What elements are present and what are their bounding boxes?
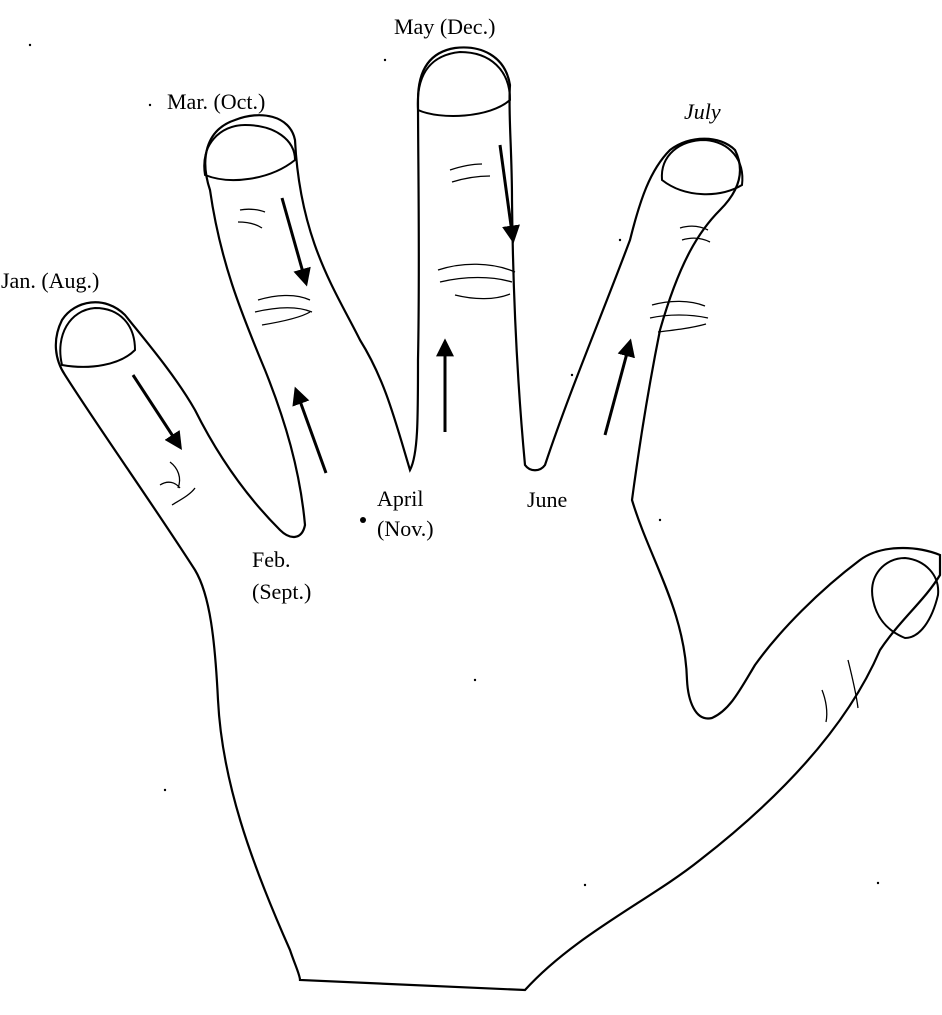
label-mar-oct: Mar. (Oct.) xyxy=(167,90,265,114)
fingernail-index xyxy=(60,308,135,367)
arrow-june-up xyxy=(605,342,630,435)
fingernail-ring xyxy=(418,52,510,116)
label-may-dec: May (Dec.) xyxy=(394,15,495,39)
label-jan-aug: Jan. (Aug.) xyxy=(1,269,99,293)
direction-arrows xyxy=(133,145,630,473)
label-july: July xyxy=(684,100,721,124)
knuckle-creases xyxy=(160,164,858,722)
speckles xyxy=(29,44,879,886)
label-april: April xyxy=(377,484,434,514)
label-april-nov: April (Nov.) xyxy=(377,484,434,544)
label-feb-sept: Feb. (Sept.) xyxy=(252,544,311,608)
fingernail-thumb xyxy=(872,558,938,638)
label-feb: Feb. xyxy=(252,544,311,576)
label-june: June xyxy=(527,488,567,512)
fingernail-middle xyxy=(204,125,295,180)
arrow-mar-down xyxy=(282,198,306,283)
hand-outline xyxy=(56,47,940,990)
arrow-feb-up xyxy=(296,390,326,473)
label-sept: (Sept.) xyxy=(252,576,311,608)
arrow-jan-down xyxy=(133,375,180,447)
label-nov: (Nov.) xyxy=(377,514,434,544)
